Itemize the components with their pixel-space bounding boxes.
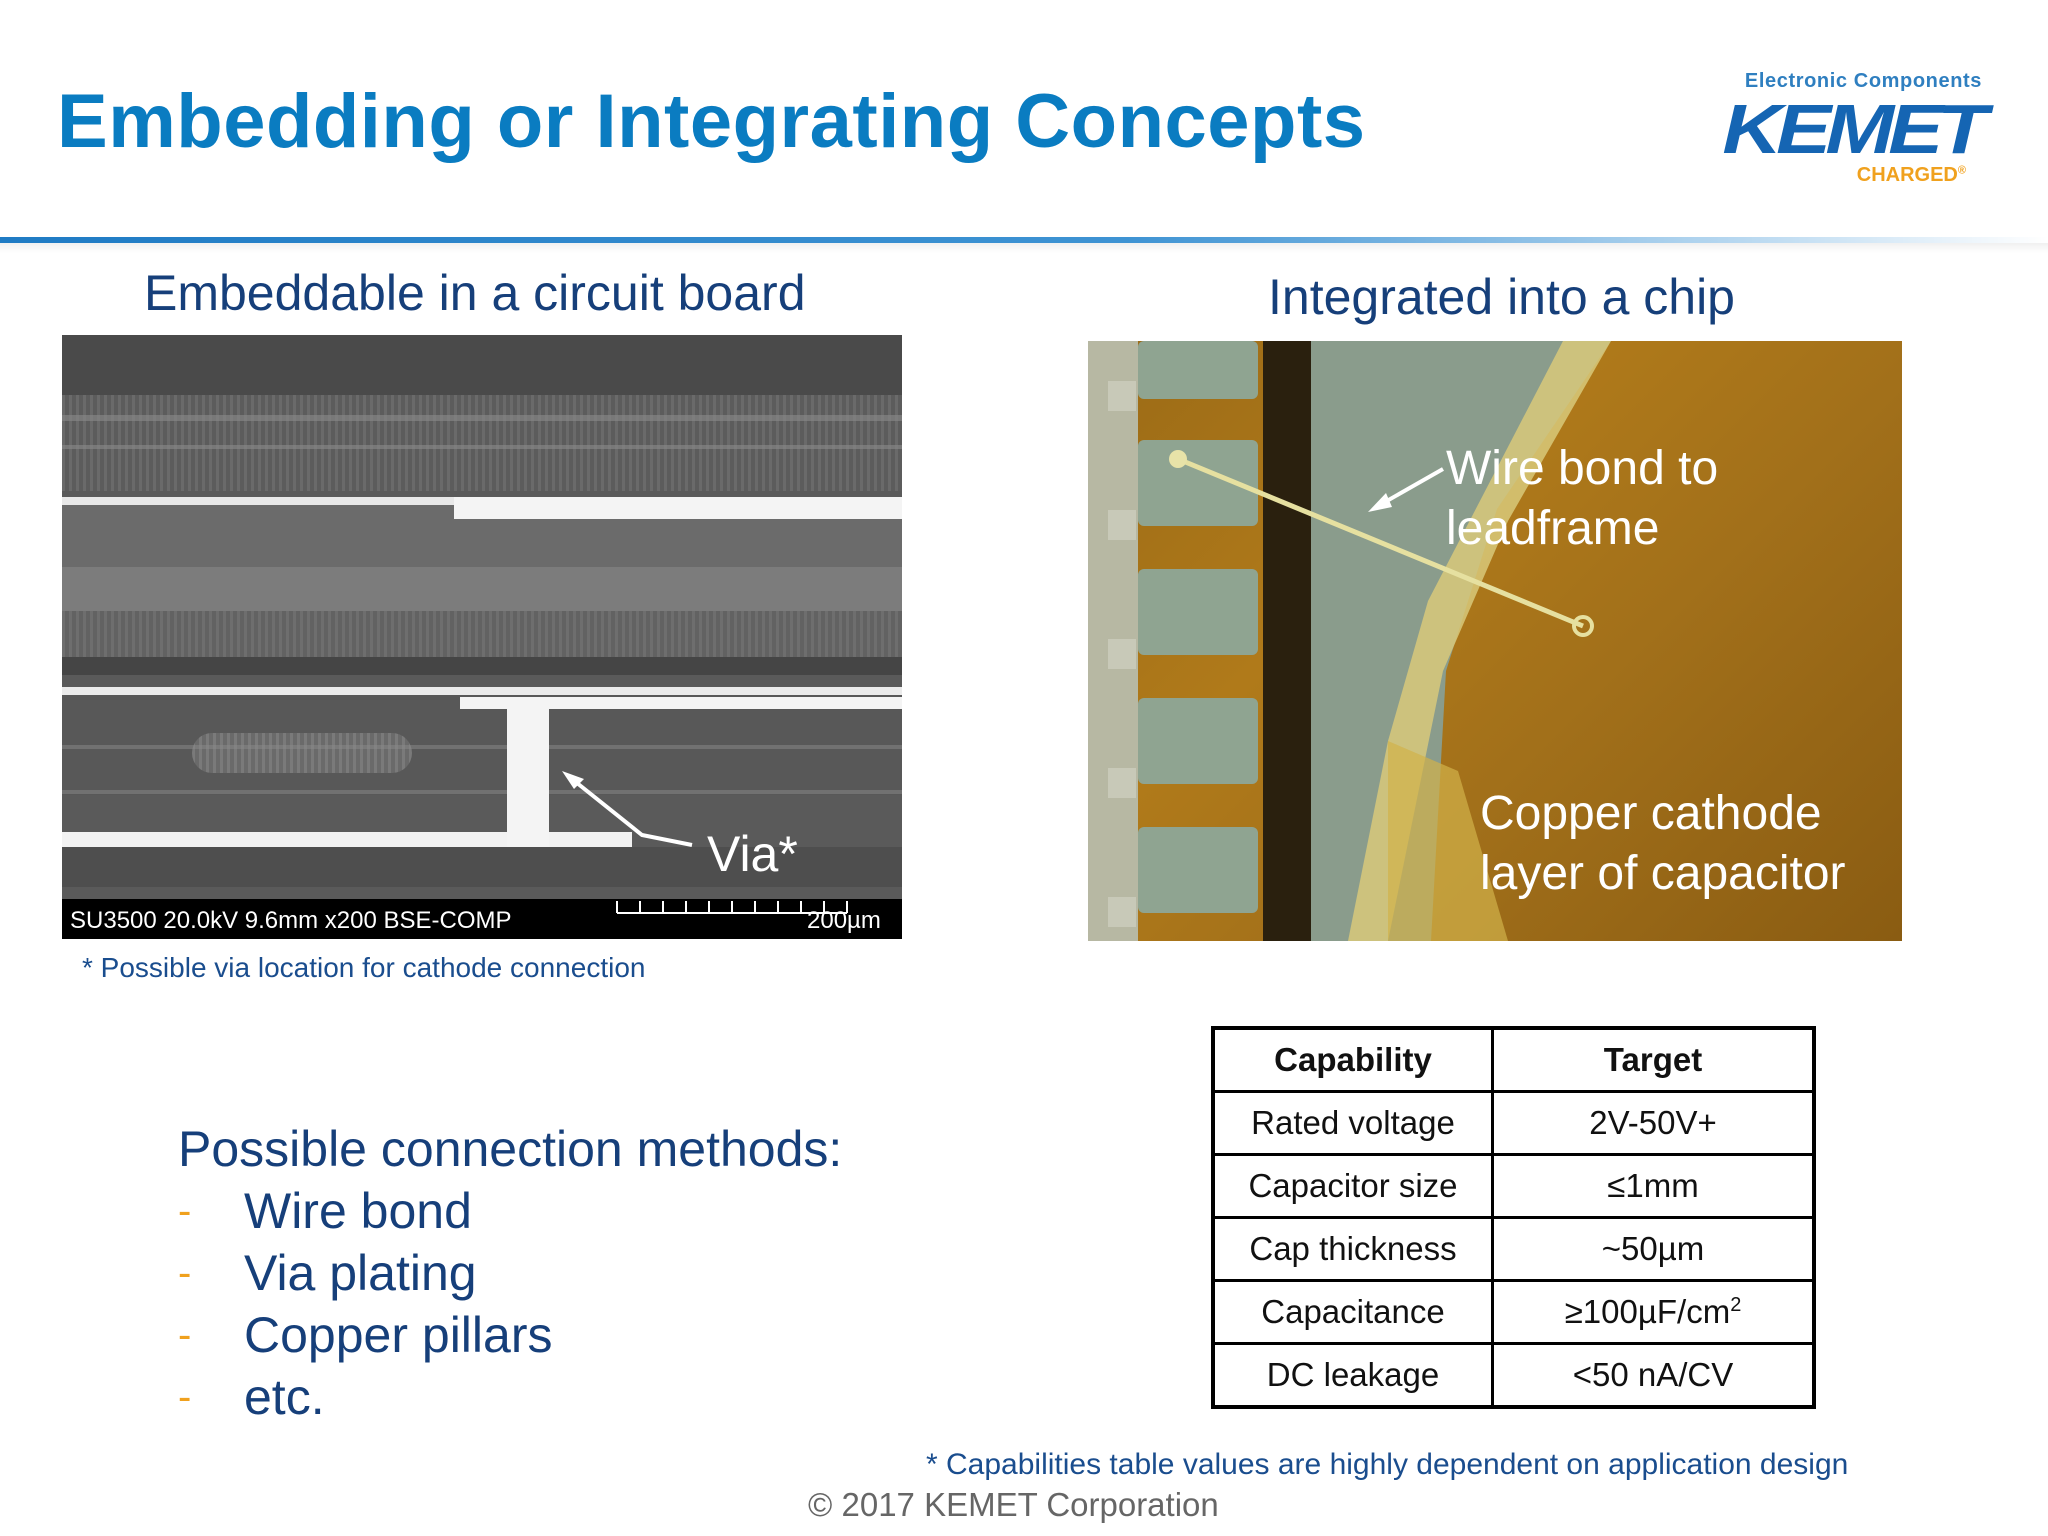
table-row: Rated voltage 2V-50V+ bbox=[1211, 1090, 1816, 1156]
method-wire-bond: Wire bond bbox=[244, 1183, 472, 1239]
table-row: DC leakage <50 nA/CV bbox=[1211, 1342, 1816, 1409]
scale-label: 200µm bbox=[807, 907, 881, 934]
table-row: Cap thickness ~50µm bbox=[1211, 1216, 1816, 1282]
cell-target: 2V-50V+ bbox=[1491, 1090, 1816, 1156]
connection-methods: Possible connection methods: -Wire bond … bbox=[178, 1118, 842, 1428]
scale-bar-icon bbox=[616, 901, 848, 914]
sem-info-bar: SU3500 20.0kV 9.6mm x200 BSE-COMP bbox=[70, 907, 512, 934]
via-arrow-icon bbox=[562, 771, 693, 847]
method-via-plating: Via plating bbox=[244, 1245, 477, 1301]
cathode-label-line1: Copper cathode bbox=[1480, 787, 1822, 840]
method-copper-pillars: Copper pillars bbox=[244, 1307, 553, 1363]
wire-bond-label-line1: Wire bond to bbox=[1446, 442, 1719, 495]
cell-target: <50 nA/CV bbox=[1491, 1342, 1816, 1409]
cell-target: ≤1mm bbox=[1491, 1153, 1816, 1219]
cell-capability: Capacitance bbox=[1211, 1279, 1494, 1345]
cell-capability: Capacitor size bbox=[1211, 1153, 1494, 1219]
bullet-dash: - bbox=[178, 1375, 192, 1419]
logo-brand: KEMET bbox=[1722, 90, 1987, 168]
cell-capability: DC leakage bbox=[1211, 1342, 1494, 1409]
slide-title: Embedding or Integrating Concepts bbox=[57, 79, 1366, 164]
right-heading: Integrated into a chip bbox=[1268, 269, 1735, 325]
logo-tagline: Electronic Components bbox=[1744, 70, 1982, 92]
method-etc: etc. bbox=[244, 1369, 325, 1425]
logo-slogan-mark: ® bbox=[1957, 164, 1966, 177]
cell-target: ≥100µF/cm2 bbox=[1491, 1279, 1816, 1345]
header-divider bbox=[0, 237, 2048, 243]
logo-slogan: CHARGED® bbox=[1857, 164, 1966, 187]
cell-capability: Cap thickness bbox=[1211, 1216, 1494, 1282]
logo-slogan-text: CHARGED bbox=[1856, 164, 1958, 186]
header-divider-shadow bbox=[0, 243, 2048, 253]
list-item: - Wire bond bbox=[178, 1180, 842, 1242]
table-header-row: Capability Target bbox=[1211, 1026, 1816, 1093]
bullet-dash: - bbox=[178, 1189, 192, 1233]
sem-cross-section-image: Via* SU3500 20.0kV 9.6mm x200 BSE-COMP 2… bbox=[62, 335, 902, 939]
cathode-label-line2: layer of capacitor bbox=[1480, 847, 1846, 900]
cell-target: ~50µm bbox=[1491, 1216, 1816, 1282]
table-footnote: * Capabilities table values are highly d… bbox=[926, 1448, 1849, 1481]
header-capability: Capability bbox=[1211, 1026, 1494, 1093]
cell-capability: Rated voltage bbox=[1211, 1090, 1494, 1156]
left-heading: Embeddable in a circuit board bbox=[144, 265, 806, 321]
table-row: Capacitor size ≤1mm bbox=[1211, 1153, 1816, 1219]
list-item: - etc. bbox=[178, 1366, 842, 1428]
via-label: Via* bbox=[707, 826, 798, 882]
list-item: - Copper pillars bbox=[178, 1304, 842, 1366]
via-footnote: * Possible via location for cathode conn… bbox=[82, 952, 646, 983]
leadframe-icon bbox=[1108, 341, 1611, 941]
chip-photo: Wire bond to leadframe Copper cathode la… bbox=[1088, 341, 1902, 941]
list-item: - Via plating bbox=[178, 1242, 842, 1304]
capacitance-value: ≥100µF/cm bbox=[1564, 1293, 1731, 1330]
wire-bond-label-line2: leadframe bbox=[1446, 502, 1660, 555]
bullet-dash: - bbox=[178, 1251, 192, 1295]
copyright: © 2017 KEMET Corporation bbox=[808, 1486, 1219, 1523]
table-row: Capacitance ≥100µF/cm2 bbox=[1211, 1279, 1816, 1345]
kemet-logo: Electronic Components KEMET CHARGED® bbox=[1690, 66, 1990, 196]
capacitance-superscript: 2 bbox=[1730, 1294, 1742, 1316]
capabilities-table: Capability Target Rated voltage 2V-50V+ … bbox=[1211, 1026, 1816, 1409]
bullet-dash: - bbox=[178, 1313, 192, 1357]
methods-heading: Possible connection methods: bbox=[178, 1121, 843, 1177]
header-target: Target bbox=[1491, 1026, 1816, 1093]
